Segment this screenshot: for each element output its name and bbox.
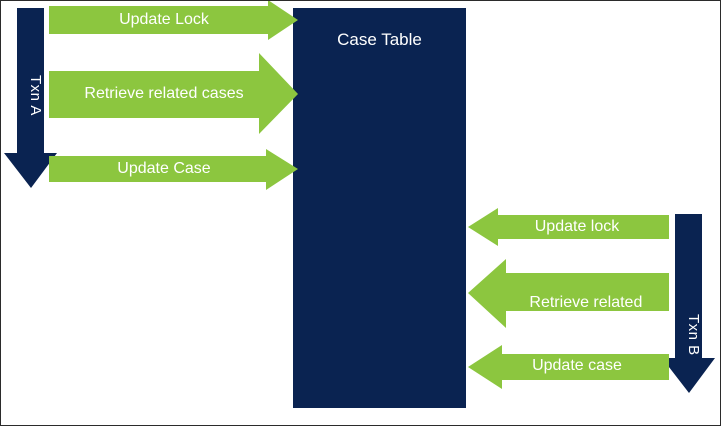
- txn-a-update-lock-arrow[interactable]: [49, 1, 298, 40]
- case-table-rect[interactable]: [293, 8, 466, 408]
- txn-b-update-lock-arrow[interactable]: [468, 208, 669, 246]
- txn-a-update-case-arrow[interactable]: [49, 149, 298, 190]
- txn-b-lane-arrow[interactable]: [662, 214, 715, 393]
- txn-a-lane-arrow[interactable]: [4, 8, 57, 188]
- txn-b-update-case-arrow[interactable]: [468, 345, 669, 389]
- txn-a-retrieve-related-arrow[interactable]: [49, 53, 298, 134]
- txn-b-retrieve-related-arrow[interactable]: [468, 259, 669, 328]
